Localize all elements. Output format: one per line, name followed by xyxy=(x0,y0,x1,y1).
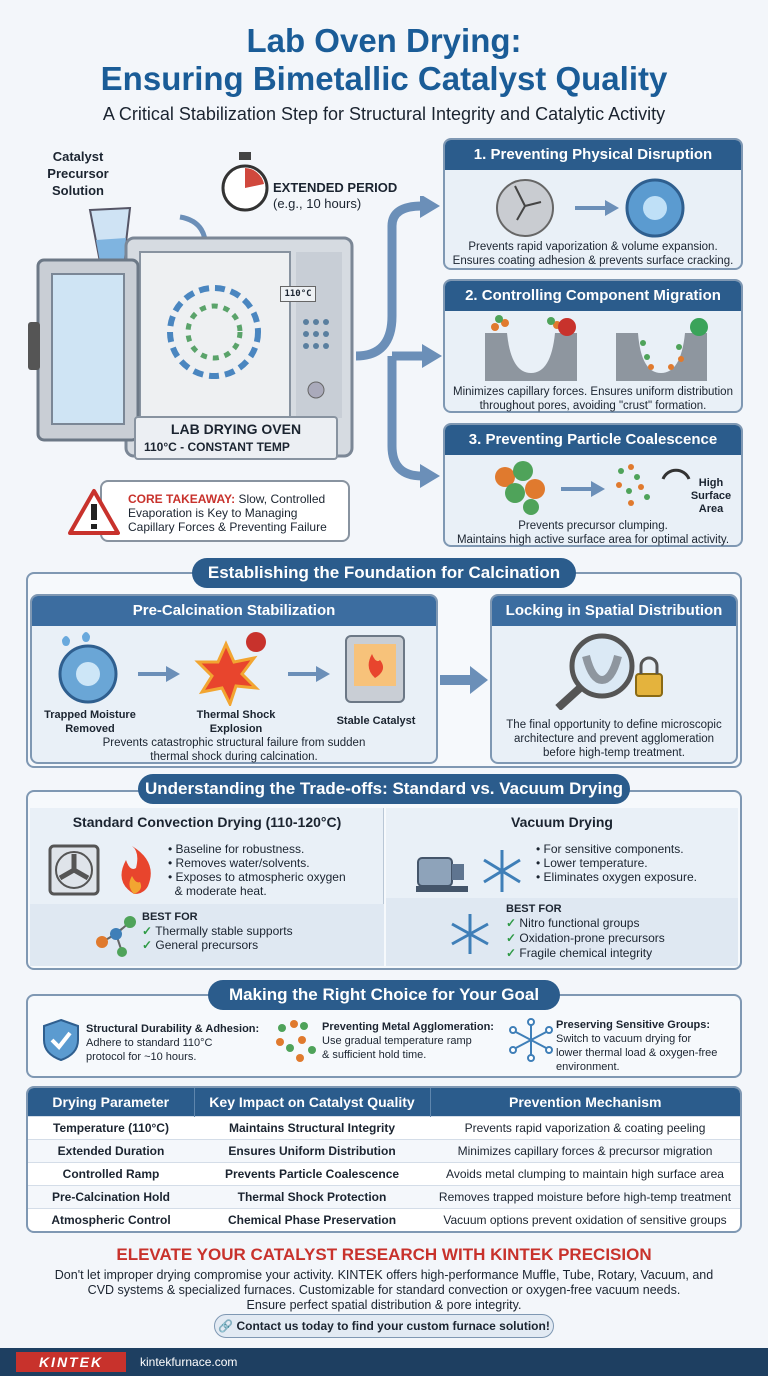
link-icon: 🔗 xyxy=(218,1319,234,1333)
title-line-1: Lab Oven Drying: xyxy=(246,22,522,59)
oven-label-plate xyxy=(134,416,338,460)
benefit-1-title: 1. Preventing Physical Disruption xyxy=(445,140,741,170)
cta-text: Don't let improper drying compromise you… xyxy=(54,1268,714,1312)
benefit-1-text: Prevents rapid vaporization & volume exp… xyxy=(452,241,734,267)
subtitle: A Critical Stabilization Step for Struct… xyxy=(102,104,666,124)
table-cell: Atmospheric Control xyxy=(28,1207,194,1231)
choice-3: Preserving Sensitive Groups:Switch to va… xyxy=(556,1019,718,1073)
footer-bar xyxy=(0,1348,768,1376)
takeaway-text: CORE TAKEAWAY: Slow, Controlled Evaporat… xyxy=(128,492,327,534)
choice-2: Preventing Metal Agglomeration:Use gradu… xyxy=(322,1021,494,1061)
warning-icon xyxy=(68,489,120,535)
stopwatch-icon xyxy=(221,152,269,212)
spatial-distribution-panel: Locking in Spatial Distribution The fina… xyxy=(490,594,738,764)
standard-drying-panel: Standard Convection Drying (110-120°C) •… xyxy=(30,808,384,966)
foundation-arrow xyxy=(440,666,488,694)
table-cell: Prevents rapid vaporization & coating pe… xyxy=(430,1115,740,1139)
timer-sub: (e.g., 10 hours) xyxy=(273,196,362,211)
oven-temp: 110°C - CONSTANT TEMP xyxy=(144,440,290,454)
cta-title: ELEVATE YOUR CATALYST RESEARCH WITH KINT… xyxy=(116,1245,652,1264)
standard-bullets: • Baseline for robustness.• Removes wate… xyxy=(168,842,346,898)
vacuum-best-box xyxy=(386,898,738,966)
table-cell: Minimizes capillary forces & precursor m… xyxy=(430,1138,740,1162)
benefit-3-title: 3. Preventing Particle Coalescence xyxy=(445,425,741,455)
col-header-mechanism: Prevention Mechanism xyxy=(429,1088,740,1116)
spatial-title: Locking in Spatial Distribution xyxy=(492,596,736,626)
standard-title: Standard Convection Drying (110-120°C) xyxy=(72,814,342,830)
benefit-3-text: Prevents precursor clumping.Maintains hi… xyxy=(456,520,730,546)
table-cell: Controlled Ramp xyxy=(28,1161,194,1185)
molecule-network-icon xyxy=(509,1018,553,1062)
timer-label: EXTENDED PERIOD xyxy=(273,180,398,195)
contact-button[interactable]: 🔗 Contact us today to find your custom f… xyxy=(214,1314,554,1338)
particles-icon xyxy=(276,1020,316,1062)
summary-table: Drying Parameter Key Impact on Catalyst … xyxy=(26,1086,742,1233)
standard-best-for: BEST FOR xyxy=(142,911,198,923)
pre-calcination-panel: Pre-Calcination Stabilization Trapped Mo… xyxy=(30,594,438,764)
table-cell: Thermal Shock Protection xyxy=(194,1184,430,1208)
stabilization-steps-icon xyxy=(58,632,405,706)
vacuum-title: Vacuum Drying xyxy=(511,814,613,830)
foundation-title: Establishing the Foundation for Calcinat… xyxy=(192,558,576,588)
branch-arrows xyxy=(355,196,442,488)
snowflake-icon xyxy=(451,914,489,954)
pore-migration-icon xyxy=(485,315,708,381)
table-cell: Removes trapped moisture before high-tem… xyxy=(430,1184,740,1208)
takeaway-box xyxy=(100,480,350,542)
kintek-logo: KINTEK xyxy=(16,1352,126,1372)
pre-calcination-text: Prevents catastrophic structural failure… xyxy=(102,737,366,763)
table-cell: Chemical Phase Preservation xyxy=(194,1207,430,1231)
standard-best-box xyxy=(30,904,384,966)
benefit-2-text: Minimizes capillary forces. Ensures unif… xyxy=(453,386,733,412)
oven-name: LAB DRYING OVEN xyxy=(170,421,302,437)
table-cell: Prevents Particle Coalescence xyxy=(194,1161,430,1185)
tradeoffs-title: Understanding the Trade-offs: Standard v… xyxy=(138,774,630,804)
benefit-panel-1: 1. Preventing Physical Disruption Preven… xyxy=(443,138,743,270)
vacuum-bullets: • For sensitive components.• Lower tempe… xyxy=(536,842,697,884)
vacuum-fits: ✓ Nitro functional groups ✓ Oxidation-pr… xyxy=(506,916,665,960)
benefit-2-title: 2. Controlling Component Migration xyxy=(445,281,741,311)
shield-icon xyxy=(43,1018,79,1062)
standard-fits: ✓ Thermally stable supports ✓ General pr… xyxy=(142,924,293,952)
table-row: Temperature (110°C)Maintains Structural … xyxy=(28,1115,740,1139)
table-header-row: Drying Parameter Key Impact on Catalyst … xyxy=(28,1088,740,1116)
table-cell: Pre-Calcination Hold xyxy=(28,1184,194,1208)
table-cell: Maintains Structural Integrity xyxy=(194,1115,430,1139)
magnifier-lock-icon xyxy=(555,633,663,710)
oven-display: 110°C xyxy=(280,286,316,302)
footer-url[interactable]: kintekfurnace.com xyxy=(140,1355,238,1369)
pump-snowflake-icon xyxy=(416,850,521,892)
coalescence-icon xyxy=(495,461,691,515)
table-cell: Vacuum options prevent oxidation of sens… xyxy=(430,1207,740,1231)
choice-title: Making the Right Choice for Your Goal xyxy=(208,980,560,1010)
col-header-impact: Key Impact on Catalyst Quality xyxy=(193,1088,430,1116)
table-cell: Ensures Uniform Distribution xyxy=(194,1138,430,1162)
spatial-text: The final opportunity to define microsco… xyxy=(506,719,722,759)
step-stable-label: Stable Catalyst xyxy=(336,715,416,727)
title-line-2: Ensuring Bimetallic Catalyst Quality xyxy=(100,60,668,97)
vacuum-best-for: BEST FOR xyxy=(506,903,562,915)
table-cell: Extended Duration xyxy=(28,1138,194,1162)
col-header-parameter: Drying Parameter xyxy=(28,1088,194,1116)
fan-flame-icon xyxy=(48,844,151,896)
table-cell: Temperature (110°C) xyxy=(28,1115,194,1139)
benefit-panel-2: 2. Controlling Component Migration Minim… xyxy=(443,279,743,413)
choice-1: Structural Durability & Adhesion:Adhere … xyxy=(86,1023,260,1063)
pre-calcination-title: Pre-Calcination Stabilization xyxy=(32,596,436,626)
vacuum-drying-panel: Vacuum Drying • For sensitive components… xyxy=(386,808,738,966)
cracked-vs-intact-icon xyxy=(496,178,685,238)
molecule-icon xyxy=(96,916,136,957)
table-cell: Avoids metal clumping to maintain high s… xyxy=(430,1161,740,1185)
